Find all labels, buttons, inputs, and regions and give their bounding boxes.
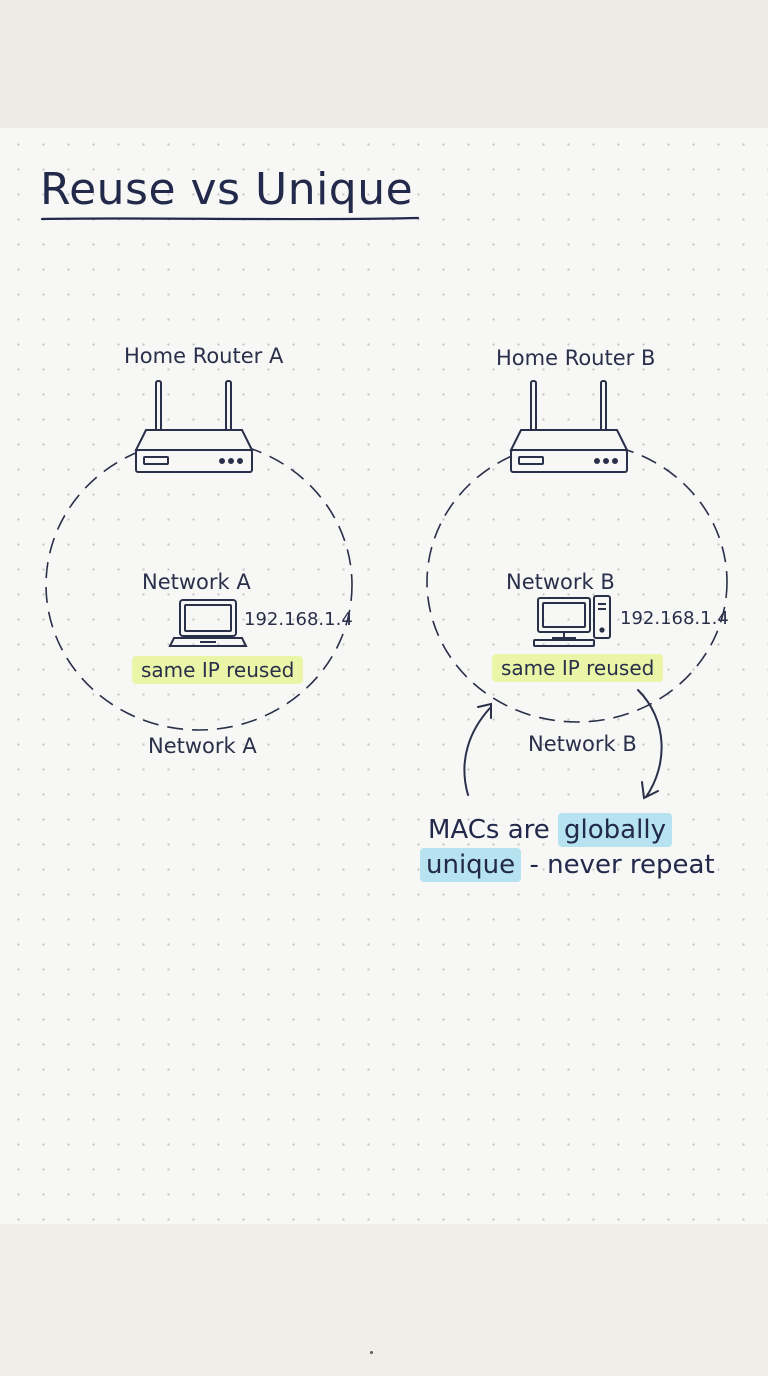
network-a-highlight: same IP reused xyxy=(132,656,304,684)
network-b-highlight: same IP reused xyxy=(492,654,664,682)
mac-note-highlight-globally: globally xyxy=(558,813,672,847)
mac-note-text: - never repeat xyxy=(529,850,715,880)
curved-arrow-icon xyxy=(463,702,492,796)
page-title: Reuse vs Unique xyxy=(40,164,414,215)
network-a-bottom-label: Network A xyxy=(148,734,257,758)
network-b-label: Network B xyxy=(506,570,615,594)
desktop-computer-icon xyxy=(533,595,611,647)
router-icon xyxy=(134,380,254,473)
mac-note-line-2: unique - never repeat xyxy=(420,848,715,882)
router-b-label: Home Router B xyxy=(496,346,656,370)
mac-note-text: MACs are xyxy=(428,815,550,845)
curved-arrow-icon xyxy=(637,689,663,800)
table-surface xyxy=(0,1224,768,1376)
mac-note-highlight-unique: unique xyxy=(420,848,522,882)
network-a-ip: 192.168.1.4 xyxy=(244,609,353,630)
title-underline xyxy=(40,216,420,221)
network-b-ip: 192.168.1.4 xyxy=(620,608,729,629)
mac-note-line-1: MACs are globally xyxy=(428,813,672,847)
laptop-icon xyxy=(168,599,248,647)
router-icon xyxy=(509,380,629,473)
router-a-label: Home Router A xyxy=(124,344,284,368)
speck xyxy=(370,1351,373,1354)
network-b-bottom-label: Network B xyxy=(528,732,637,756)
network-a-label: Network A xyxy=(142,570,251,594)
